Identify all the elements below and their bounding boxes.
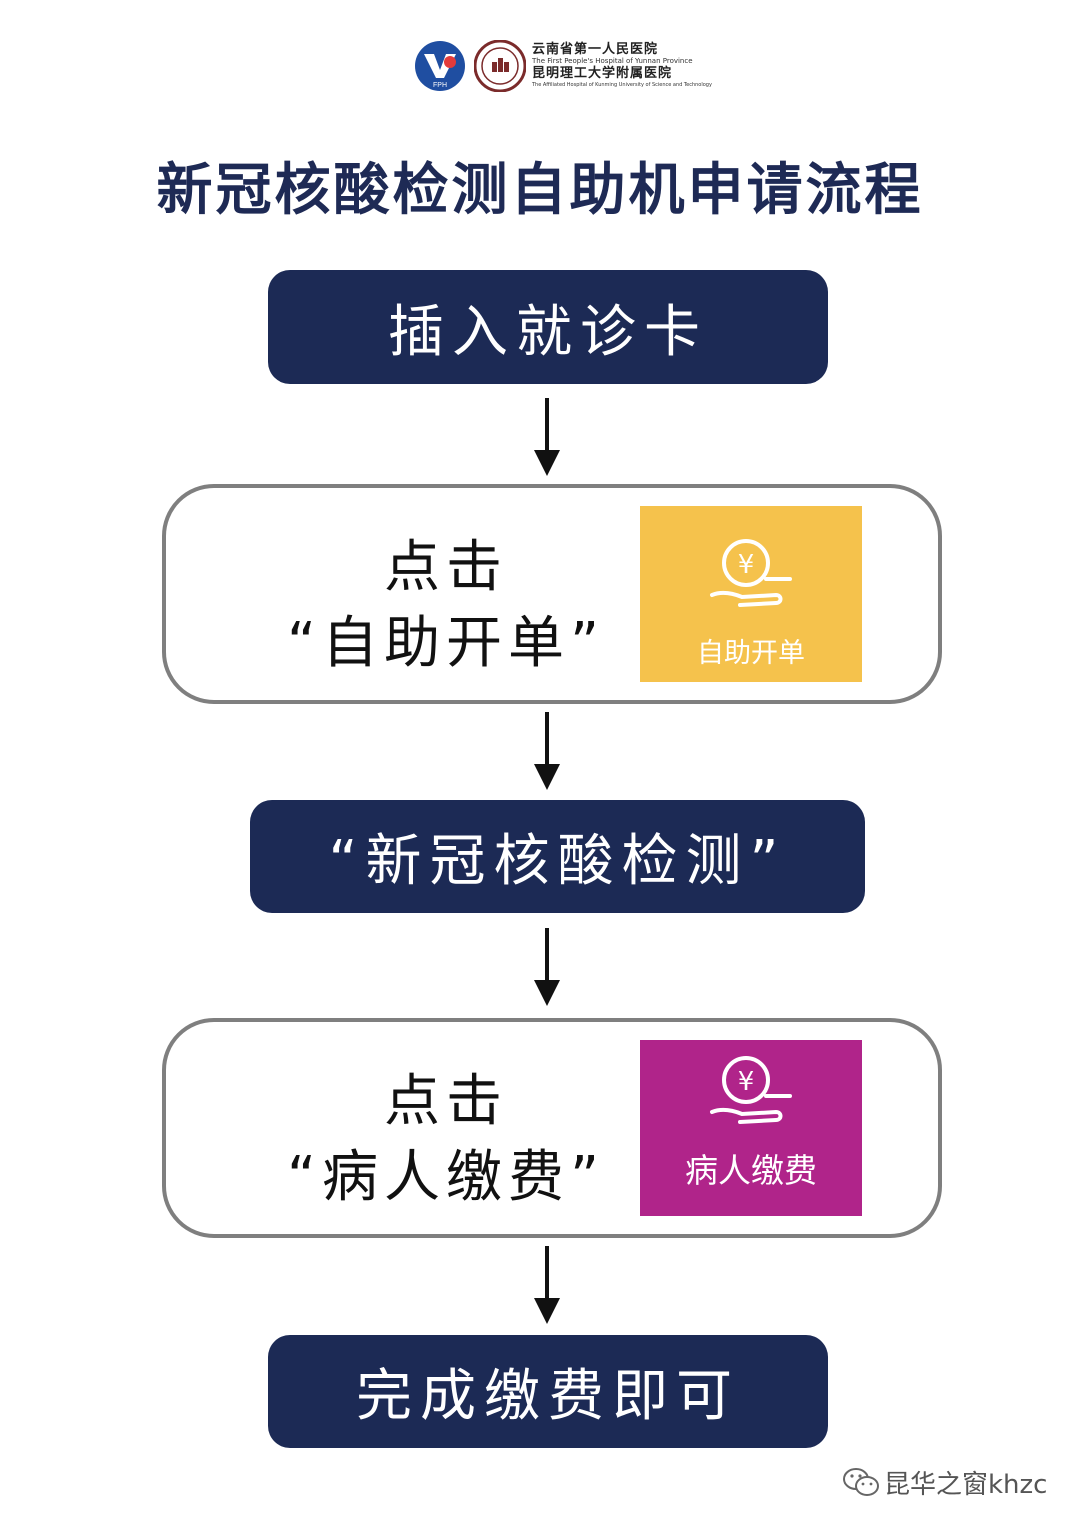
watermark: 昆华之窗khzc — [842, 1462, 1062, 1502]
self-order-tile-label: 自助开单 — [697, 638, 805, 669]
arrow-down-icon — [532, 712, 562, 792]
svg-text:¥: ¥ — [738, 1067, 755, 1097]
arrow-down-icon — [532, 398, 562, 478]
step-payment-complete: 完成缴费即可 — [268, 1335, 828, 1448]
wechat-icon — [843, 1468, 879, 1496]
fph-logo: FPH — [414, 40, 466, 92]
hospital-seal-logo — [473, 39, 527, 93]
affiliate-name-cn: 昆明理工大学附属医院 — [532, 66, 673, 81]
fph-logo-text: FPH — [433, 82, 447, 89]
step4-line1: 点击 — [384, 1069, 508, 1134]
arrow-down-icon — [532, 1246, 562, 1326]
watermark-text: 昆华之窗khzc — [884, 1469, 1048, 1500]
hospital-name-en: The First People's Hospital of Yunnan Pr… — [532, 57, 693, 65]
self-order-tile: ¥ 自助开单 — [640, 506, 862, 682]
page-title: 新冠核酸检测自助机申请流程 — [156, 158, 924, 223]
step-insert-card: 插入就诊卡 — [268, 270, 828, 384]
patient-payment-tile: ¥ 病人缴费 — [640, 1040, 862, 1216]
yuan-coin-hand-icon: ¥ — [710, 539, 792, 607]
yuan-coin-hand-icon: ¥ — [710, 1056, 792, 1124]
patient-payment-tile-label: 病人缴费 — [685, 1151, 817, 1190]
svg-text:¥: ¥ — [738, 550, 755, 580]
step4-line2: “病人缴费” — [286, 1145, 606, 1210]
step-covid-test: “新冠核酸检测” — [250, 800, 865, 913]
arrow-down-icon — [532, 928, 562, 1008]
step2-line2: “自助开单” — [286, 611, 606, 676]
hospital-name-cn: 云南省第一人民医院 — [532, 42, 659, 57]
affiliate-name-en: The Affiliated Hospital of Kunming Unive… — [532, 82, 712, 88]
step2-line1: 点击 — [384, 535, 508, 600]
hospital-name-block: 云南省第一人民医院 The First People's Hospital of… — [532, 42, 732, 90]
